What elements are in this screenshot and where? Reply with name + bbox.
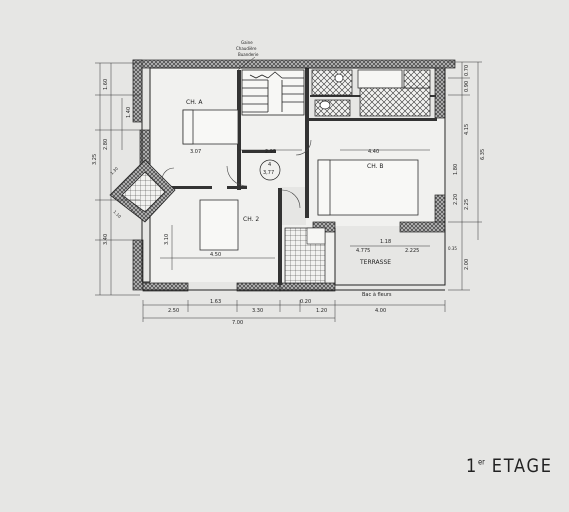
landing-area: 3,77 [263, 170, 274, 176]
floor-number: 1 [466, 455, 478, 477]
dim-bottom-total: 7.00 [232, 320, 243, 326]
dim-bottom-4: 0.20 [300, 299, 311, 305]
floor-suffix: er [477, 457, 485, 467]
dim-bottom-3: 3.30 [252, 308, 263, 314]
beds [182, 109, 419, 251]
dim-left-3: 3.25 [92, 154, 98, 165]
dim-right-4: 6.35 [480, 149, 486, 160]
wall-contours [141, 67, 446, 291]
flower-box-label: Bac à fleurs [362, 291, 392, 298]
dim-right-6: 2.00 [464, 259, 470, 270]
door-swings [161, 139, 312, 209]
dim-left-5: 1.30 [109, 166, 119, 176]
exterior-walls [132, 59, 456, 292]
dimension-lines [95, 61, 482, 322]
dim-ch-b-height-b: 2.20 [453, 194, 459, 205]
dim-right-5: 2.25 [464, 199, 470, 210]
dim-right-1: 0.70 [464, 65, 470, 76]
dim-ch-b-width: 4.40 [368, 149, 379, 155]
dim-right-7: 0.35 [448, 246, 457, 251]
dim-bottom-6: 4.00 [375, 308, 386, 314]
dim-ch-a-width: 3.07 [190, 149, 201, 155]
ch-2-label: CH. 2 [243, 216, 259, 223]
dim-left-4: 3.40 [103, 234, 109, 245]
dim-right-3: 4.15 [464, 124, 470, 135]
dim-ch-b-height-a: 1.80 [453, 164, 459, 175]
ch-b-label: CH. B [367, 163, 384, 170]
dim-bottom-1: 2.50 [168, 308, 179, 314]
chimney-note-3: Buanderie [238, 52, 259, 57]
dim-ch-b-bottom-a: 4.775 [356, 248, 370, 254]
landing-number: 4 [268, 162, 271, 168]
dim-ch-b-bottom-c: 1.18 [380, 239, 391, 245]
dim-landing-width: 2.95 [265, 149, 276, 155]
dim-ch-2-width: 4.50 [210, 252, 221, 258]
bay-window [109, 159, 176, 223]
landing-cupboard [306, 227, 326, 245]
floor-title: 1er ETAGE [466, 455, 553, 477]
dim-left-1: 1.60 [103, 79, 109, 90]
chimney-note-2: Chaudière [236, 46, 257, 51]
dim-ch-b-bottom-b: 2.225 [405, 248, 419, 254]
staircase [241, 69, 305, 116]
dim-ch-2-height: 3.10 [164, 234, 170, 245]
dim-left-6: 1.10 [112, 209, 122, 219]
terrace-label: TERRASSE [359, 259, 391, 266]
dim-left-2: 2.80 [103, 139, 109, 150]
ch-a-label: CH. A [186, 99, 203, 106]
dim-bottom-5: 1.20 [316, 308, 327, 314]
dim-bottom-2: 1.63 [210, 299, 221, 305]
floor-word: ETAGE [491, 455, 553, 477]
dim-ch-a-height: 1.40 [126, 107, 132, 118]
bathroom [311, 69, 431, 117]
landing-area-mark [259, 159, 281, 181]
chimney-note-1: Gaine [241, 40, 253, 45]
dim-right-2: 0.90 [464, 81, 470, 92]
chimney-leader [237, 56, 256, 71]
